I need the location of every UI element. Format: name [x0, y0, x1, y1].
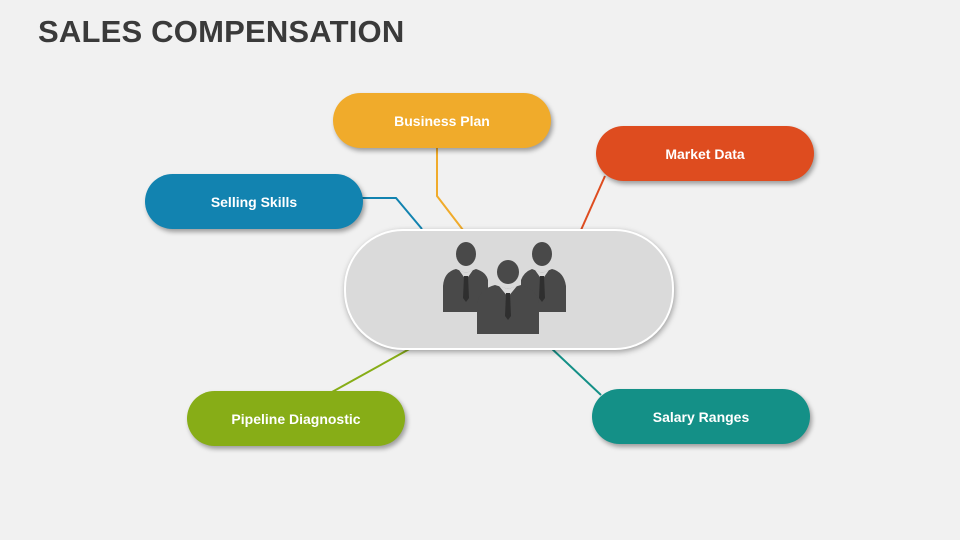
node-business-plan-label: Business Plan: [394, 112, 490, 129]
connector-market-data: [580, 175, 606, 231]
connector-pipeline-diagnostic: [331, 346, 414, 393]
node-salary-ranges-label: Salary Ranges: [652, 408, 750, 425]
business-team-icon: [443, 242, 566, 334]
node-market-data-label: Market Data: [665, 145, 745, 162]
node-selling-skills-label: Selling Skills: [210, 193, 298, 210]
slide-title: SALES COMPENSATION: [38, 14, 405, 49]
node-pipeline-diagnostic: Pipeline Diagnostic: [187, 391, 405, 446]
node-business-plan: Business Plan: [333, 93, 551, 148]
connector-business-plan: [436, 148, 464, 231]
connector-selling-skills: [362, 197, 423, 230]
node-market-data: Market Data: [596, 126, 814, 181]
connector-salary-ranges: [549, 346, 602, 396]
node-selling-skills: Selling Skills: [145, 174, 363, 229]
node-pipeline-diagnostic-label: Pipeline Diagnostic: [231, 410, 361, 427]
node-salary-ranges: Salary Ranges: [592, 389, 810, 444]
